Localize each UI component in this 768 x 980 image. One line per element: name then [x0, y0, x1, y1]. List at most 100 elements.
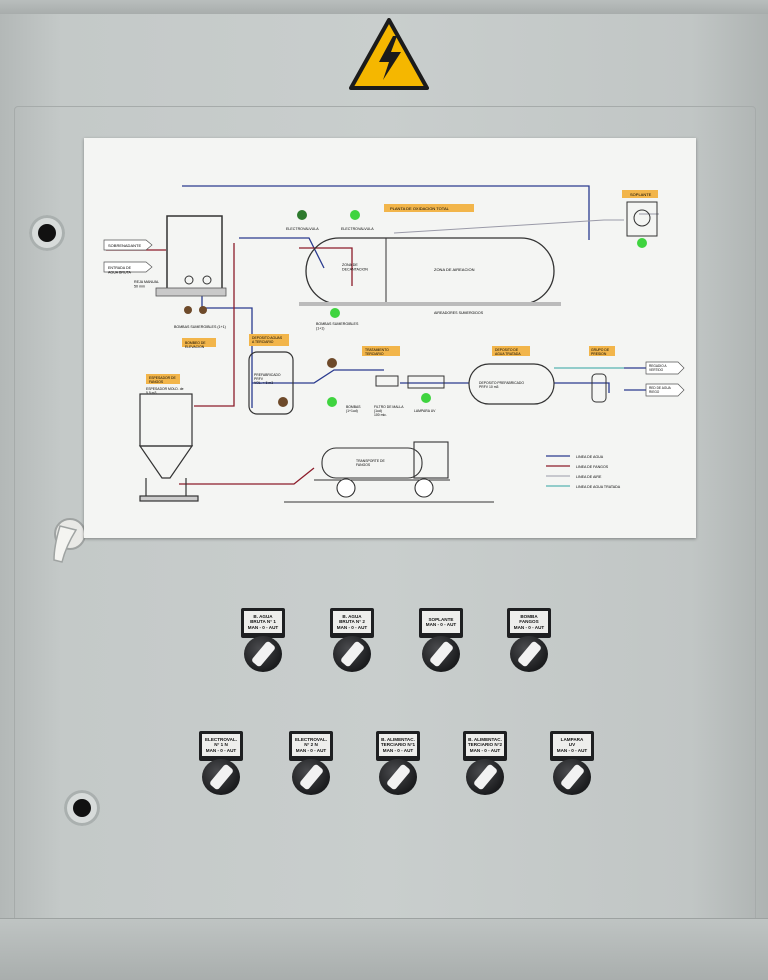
door-lock-hole-bottom: [64, 790, 100, 826]
switch-plate: ELECTROVAL. N° 2 N MAN - 0 - AUT: [289, 731, 333, 761]
filter-symbol: [375, 375, 399, 387]
selector-switch-soplante[interactable]: SOPLANTE MAN - 0 - AUT: [419, 608, 463, 672]
selector-switch-agua-bruta-1[interactable]: B. AGUA BRUTA N° 1 MAN - 0 - AUT: [241, 608, 285, 672]
switch-label: B. AGUA BRUTA N° 2 MAN - 0 - AUT: [333, 611, 371, 633]
switch-label: LAMPARA UV MAN - 0 - AUT: [553, 734, 591, 756]
door-lock-hole-top: [29, 215, 65, 251]
svg-text:LINEA DE FANGOS: LINEA DE FANGOS: [576, 465, 609, 469]
lamp-green: [637, 238, 647, 248]
lamp-green: [350, 210, 360, 220]
grupo-presion-tag: [589, 346, 615, 356]
legend: LINEA DE AGUA LINEA DE FANGOS LINEA DE A…: [546, 455, 621, 489]
switch-label: ELECTROVAL. N° 1 N MAN - 0 - AUT: [202, 734, 240, 756]
bombas-sumergibles-label: BOMBAS SUMERGIBLES (1+1): [174, 325, 226, 329]
soplante-tag: [622, 190, 658, 198]
switch-label: B. AGUA BRUTA N° 1 MAN - 0 - AUT: [244, 611, 282, 633]
pump-symbol: [184, 275, 194, 285]
tratamiento-terciario-tag: [362, 346, 400, 356]
bombeo-elevacion-tag: [182, 338, 216, 347]
switch-knob[interactable]: [202, 759, 240, 795]
switch-knob[interactable]: [292, 759, 330, 795]
switch-label: B. ALIMENTAC. TERCIARIO N°1 MAN - 0 - AU…: [379, 734, 417, 756]
zona-aireacion-label: ZONA DE AIREACION: [434, 267, 475, 272]
lamp-green: [421, 393, 431, 403]
thickener-silo: [138, 393, 199, 502]
switch-knob[interactable]: [422, 636, 460, 672]
selector-switch-alim-terciario-1[interactable]: B. ALIMENTAC. TERCIARIO N°1 MAN - 0 - AU…: [376, 731, 420, 795]
espesador-tag: [146, 374, 180, 384]
deposito-terciario-tag: [249, 334, 289, 346]
sludge-truck-icon: [284, 441, 494, 503]
switch-label: ELECTROVAL. N° 2 N MAN - 0 - AUT: [292, 734, 330, 756]
pump-symbol: [202, 275, 212, 285]
lamp-green: [330, 308, 340, 318]
switch-knob[interactable]: [553, 759, 591, 795]
svg-text:SOBRENADANTE: SOBRENADANTE: [108, 243, 141, 248]
switch-label: BOMBA FANGOS MAN - 0 - AUT: [510, 611, 548, 633]
aireadores-label: AIREADORES SUMERGIDOS: [434, 311, 484, 315]
soplante-label: SOPLANTE: [630, 192, 652, 197]
input-sobrenadante: SOBRENADANTE: [103, 239, 153, 251]
lamp-brown: [278, 397, 288, 407]
deposito-tratada-tank: [468, 363, 555, 405]
switch-plate: B. AGUA BRUTA N° 2 MAN - 0 - AUT: [330, 608, 374, 638]
cabinet-top-frame: [0, 0, 768, 18]
filtro-malla-label: FILTRO DE MALLA(1ud)100 mic.: [374, 405, 404, 417]
lamp-brown: [184, 306, 192, 314]
electrovalvula-label-1: ELECTROVALVULA: [286, 227, 319, 231]
door-handle[interactable]: [46, 512, 88, 564]
switch-label: SOPLANTE MAN - 0 - AUT: [422, 611, 460, 633]
svg-text:LINEA DE AIRE: LINEA DE AIRE: [576, 475, 602, 479]
switch-label: B. ALIMENTAC. TERCIARIO N°2 MAN - 0 - AU…: [466, 734, 504, 756]
switch-plate: ELECTROVAL. N° 1 N MAN - 0 - AUT: [199, 731, 243, 761]
air-lines: [393, 213, 659, 234]
switch-plate: BOMBA FANGOS MAN - 0 - AUT: [507, 608, 551, 638]
switch-knob[interactable]: [510, 636, 548, 672]
pressure-vessel: [591, 373, 607, 403]
blower-icon: [633, 209, 651, 227]
selector-switch-bomba-fangos[interactable]: BOMBA FANGOS MAN - 0 - AUT: [507, 608, 551, 672]
switch-knob[interactable]: [333, 636, 371, 672]
water-lines: [182, 185, 646, 408]
pit-base: [155, 287, 227, 297]
pump-pit: [166, 215, 223, 295]
selector-switch-electroval-1[interactable]: ELECTROVAL. N° 1 N MAN - 0 - AUT: [199, 731, 243, 795]
switch-plate: LAMPARA UV MAN - 0 - AUT: [550, 731, 594, 761]
switch-knob[interactable]: [379, 759, 417, 795]
switch-plate: B. ALIMENTAC. TERCIARIO N°1 MAN - 0 - AU…: [376, 731, 420, 761]
svg-text:LINEA DE AGUA TRATADA: LINEA DE AGUA TRATADA: [576, 485, 621, 489]
bombas-terciario-label: BOMBAS(1+1ud): [346, 405, 361, 413]
tank-base: [299, 302, 561, 306]
switch-plate: B. ALIMENTAC. TERCIARIO N°2 MAN - 0 - AU…: [463, 731, 507, 761]
switch-knob[interactable]: [244, 636, 282, 672]
switch-knob[interactable]: [466, 759, 504, 795]
deposito-tratada-tag: [492, 346, 530, 356]
selector-switch-electroval-2[interactable]: ELECTROVAL. N° 2 N MAN - 0 - AUT: [289, 731, 333, 795]
selector-switch-lampara-uv[interactable]: LAMPARA UV MAN - 0 - AUT: [550, 731, 594, 795]
lamp-green: [297, 210, 307, 220]
switch-plate: B. AGUA BRUTA N° 1 MAN - 0 - AUT: [241, 608, 285, 638]
lamp-brown: [327, 358, 337, 368]
uv-lamp-box: [407, 375, 445, 389]
lamp-green: [327, 397, 337, 407]
selector-switch-alim-terciario-2[interactable]: B. ALIMENTAC. TERCIARIO N°2 MAN - 0 - AU…: [463, 731, 507, 795]
svg-text:LINEA DE AGUA: LINEA DE AGUA: [576, 455, 604, 459]
selector-switch-agua-bruta-2[interactable]: B. AGUA BRUTA N° 2 MAN - 0 - AUT: [330, 608, 374, 672]
lamp-brown: [199, 306, 207, 314]
